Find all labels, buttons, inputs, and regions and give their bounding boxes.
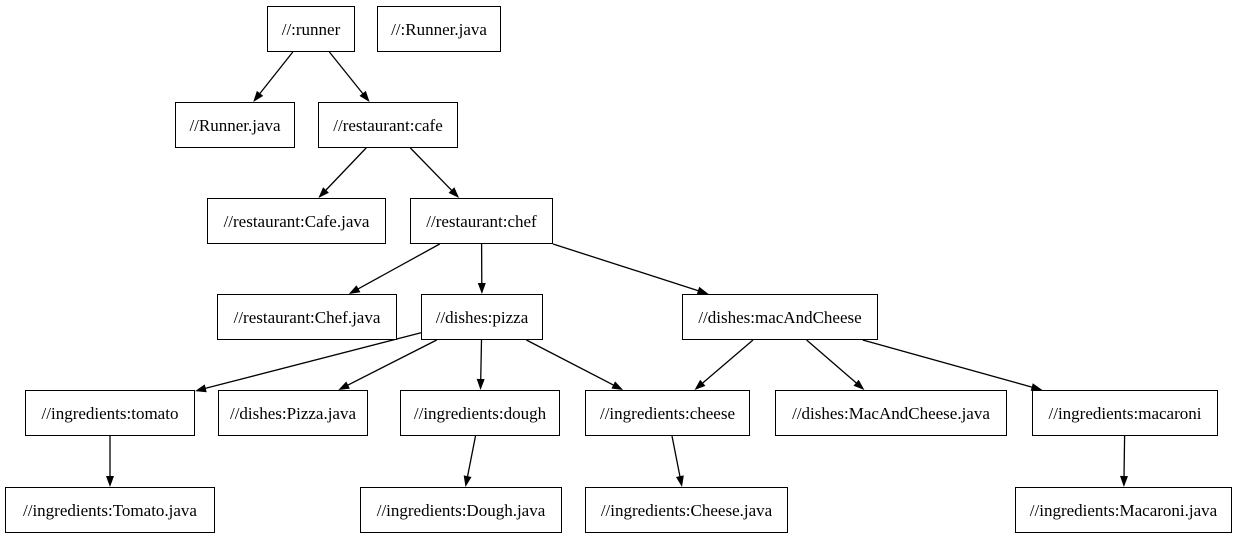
graph-edge-arrowhead <box>318 187 329 198</box>
graph-edge-pizza-to-dough <box>480 339 483 382</box>
graph-node-label: //restaurant:Chef.java <box>233 307 381 327</box>
graph-node-label: //ingredients:Tomato.java <box>23 500 197 520</box>
graph-node-label: //ingredients:Macaroni.java <box>1029 500 1218 520</box>
graph-node-label: //restaurant:chef <box>426 211 537 231</box>
graph-node-label: //ingredients:Dough.java <box>376 500 546 520</box>
graph-edge-mac-and-cheese-to-cheese <box>700 339 754 385</box>
graph-edge-pizza-to-cheese <box>526 339 616 387</box>
graph-node-label: //:Runner.java <box>391 19 487 39</box>
graph-edge-pizza-to-pizza-java <box>346 339 437 387</box>
graph-node-tomato-java: //ingredients:Tomato.java <box>5 487 215 533</box>
graph-edge-arrowhead <box>1120 475 1128 487</box>
graph-edge-chef-to-chef-java <box>356 243 441 291</box>
graph-edge-macaroni-to-macaroni-java <box>1123 435 1126 479</box>
graph-node-label: //ingredients:cheese <box>599 403 735 423</box>
graph-node-runner: //:runner <box>267 6 355 52</box>
graph-node-runner-java: //Runner.java <box>175 102 295 148</box>
graph-node-label: //dishes:macAndCheese <box>698 307 862 327</box>
graph-edge-dough-to-dough-java <box>466 435 477 479</box>
graph-node-chef: //restaurant:chef <box>410 198 553 244</box>
graph-node-runner-java-root: //:Runner.java <box>377 6 501 52</box>
graph-edge-pizza-to-tomato <box>203 332 422 390</box>
graph-node-label: //dishes:pizza <box>435 307 529 327</box>
graph-node-dough: //ingredients:dough <box>400 390 560 436</box>
graph-edge-runner-to-runner-java <box>258 51 294 96</box>
graph-node-cheese-java: //ingredients:Cheese.java <box>585 487 788 533</box>
graph-node-label: //dishes:Pizza.java <box>229 403 357 423</box>
graph-edge-arrowhead <box>195 384 207 393</box>
graph-node-chef-java: //restaurant:Chef.java <box>217 294 397 340</box>
graph-node-pizza: //dishes:pizza <box>421 294 543 340</box>
graph-node-macaroni: //ingredients:macaroni <box>1032 390 1218 436</box>
graph-node-label: //restaurant:Cafe.java <box>223 211 370 231</box>
graph-node-label: //ingredients:macaroni <box>1048 403 1202 423</box>
graph-node-cafe: //restaurant:cafe <box>318 102 458 148</box>
graph-node-label: //restaurant:cafe <box>333 115 443 135</box>
graph-edge-arrowhead <box>253 90 264 102</box>
graph-edge-arrowhead <box>696 286 709 295</box>
graph-node-label: //ingredients:dough <box>413 403 547 423</box>
graph-edge-chef-to-mac-and-cheese <box>552 243 701 292</box>
graph-edge-arrowhead <box>106 476 114 487</box>
graph-node-label: //ingredients:tomato <box>41 403 179 423</box>
graph-node-macaroni-java: //ingredients:Macaroni.java <box>1015 487 1232 533</box>
graph-edge-arrowhead <box>676 475 684 487</box>
graph-edge-arrowhead <box>611 381 624 390</box>
graph-node-mac-and-cheese-java: //dishes:MacAndCheese.java <box>775 390 1007 436</box>
graph-node-cafe-java: //restaurant:Cafe.java <box>207 198 386 244</box>
graph-edge-arrowhead <box>348 285 361 294</box>
graph-edge-arrowhead <box>448 187 460 198</box>
graph-edge-arrowhead <box>477 283 486 294</box>
graph-edge-arrowhead <box>338 381 350 390</box>
graph-edge-cafe-to-chef <box>409 147 454 193</box>
graph-node-dough-java: //ingredients:Dough.java <box>360 487 562 533</box>
graph-edge-cheese-to-cheese-java <box>671 435 681 479</box>
graph-node-label: //:runner <box>281 19 341 39</box>
graph-edge-arrowhead <box>463 475 472 487</box>
graph-node-tomato: //ingredients:tomato <box>25 390 195 436</box>
graph-node-label: //Runner.java <box>189 115 281 135</box>
graph-edge-arrowhead <box>694 379 706 390</box>
graph-edge-mac-and-cheese-to-macaroni <box>862 339 1034 389</box>
graph-edge-runner-to-cafe <box>328 51 365 96</box>
graph-edge-arrowhead <box>359 90 370 102</box>
graph-node-cheese: //ingredients:cheese <box>585 390 750 436</box>
graph-edge-arrowhead <box>476 378 485 390</box>
graph-node-pizza-java: //dishes:Pizza.java <box>218 390 368 436</box>
graph-edge-arrowhead <box>1030 383 1043 391</box>
graph-edge-arrowhead <box>853 379 865 390</box>
graph-edge-mac-and-cheese-to-mac-and-cheese-java <box>806 339 859 385</box>
graph-node-label: //ingredients:Cheese.java <box>600 500 773 520</box>
graph-edge-cafe-to-cafe-java <box>324 147 367 192</box>
graph-node-label: //dishes:MacAndCheese.java <box>792 403 990 423</box>
graph-node-mac-and-cheese: //dishes:macAndCheese <box>682 294 878 340</box>
